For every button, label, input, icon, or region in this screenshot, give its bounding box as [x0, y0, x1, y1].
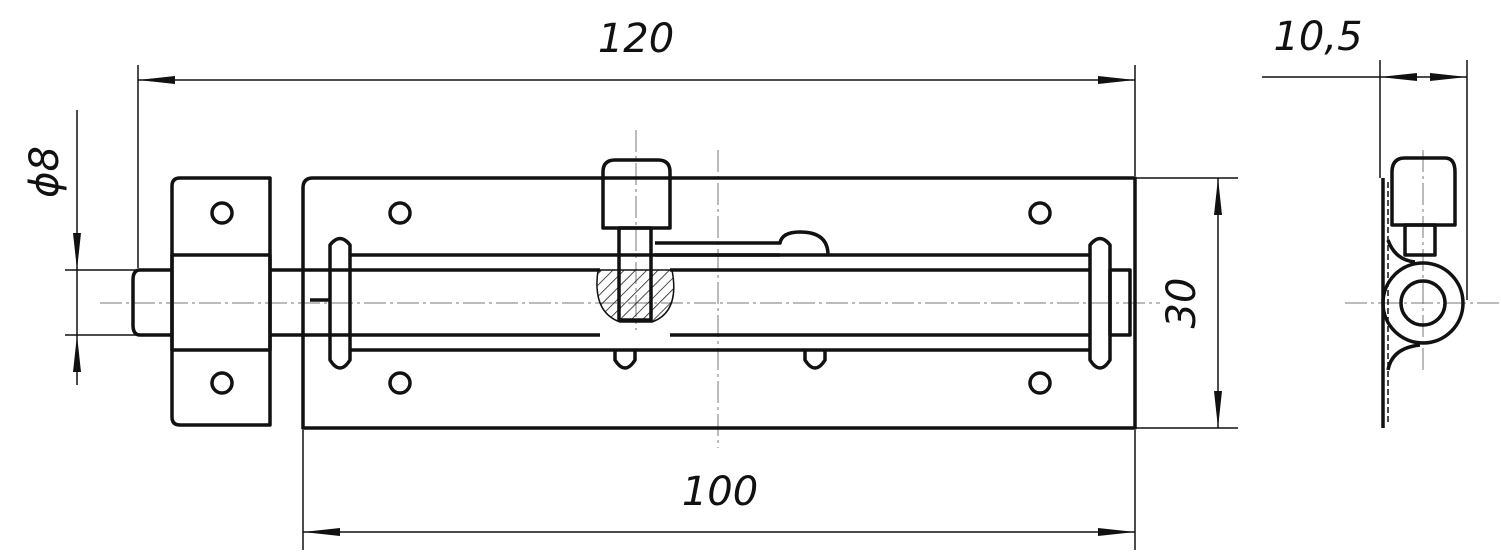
- dimension-label: 30: [1159, 278, 1205, 329]
- dimension-30: 30: [1135, 177, 1238, 429]
- screw-hole: [388, 371, 412, 395]
- dimension-100: 100: [302, 430, 1136, 550]
- screw-hole: [388, 201, 412, 225]
- screw-hole: [210, 371, 234, 395]
- dimension-label: ϕ8: [22, 146, 68, 198]
- screw-hole: [1028, 371, 1052, 395]
- side-view: [1381, 156, 1465, 428]
- dimension-label: 120: [598, 16, 674, 62]
- dimension-label: 10,5: [1273, 14, 1362, 60]
- dimension-120: 120: [137, 16, 1136, 268]
- knob: [601, 158, 672, 322]
- main-plate: [301, 176, 1137, 430]
- keeper-plate: [170, 176, 272, 427]
- bolt: [131, 268, 1132, 337]
- dimension-phi8: ϕ8: [22, 110, 140, 385]
- screw-hole: [1028, 201, 1052, 225]
- screw-hole: [210, 201, 234, 225]
- dimension-10-5: 10,5: [1262, 14, 1468, 300]
- dimension-label: 100: [682, 469, 758, 515]
